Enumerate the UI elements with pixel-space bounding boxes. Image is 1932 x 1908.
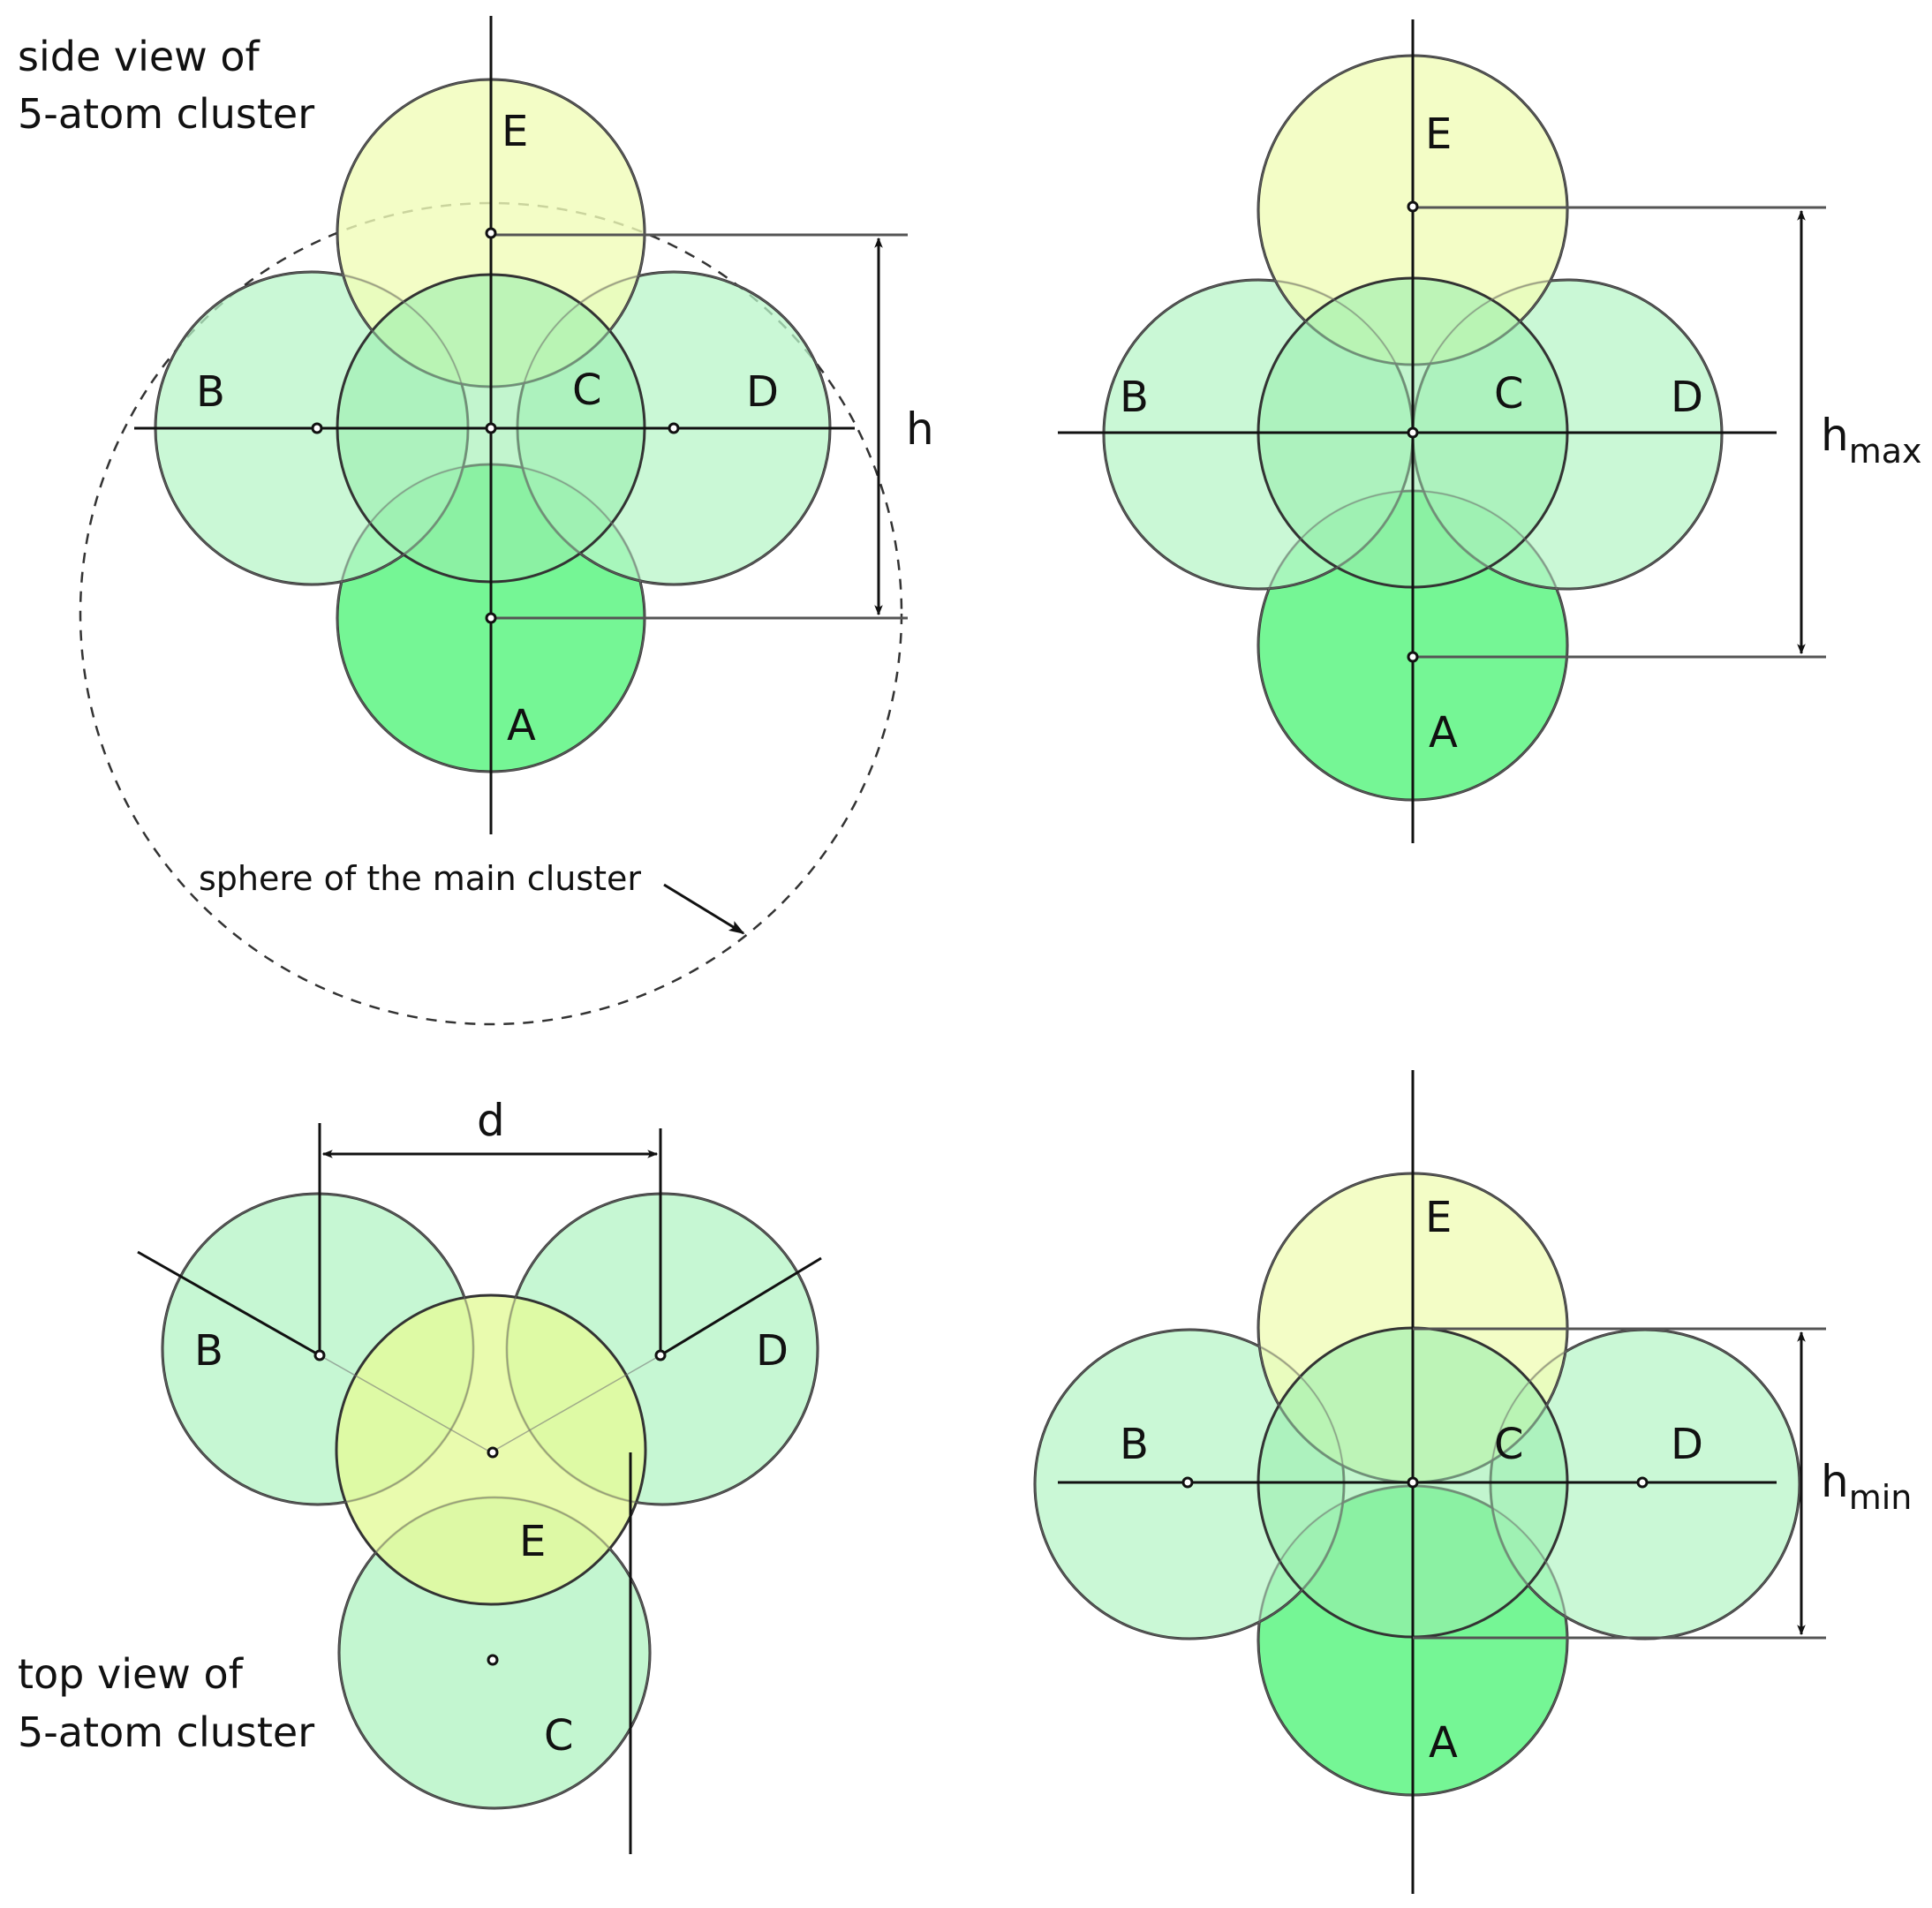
main-cluster-sphere (79, 201, 903, 1026)
panel-top-view: top view of 5-atom cluster d B D E C (18, 1095, 822, 1854)
panel-side-view-min: E B C D A hmin (1033, 1070, 1912, 1894)
atom-label-a: A (1429, 1718, 1458, 1768)
atom-label-d: D (1671, 1420, 1703, 1469)
panel-side-view-max: E B C D A hmax (1058, 19, 1922, 843)
atom-label-e: E (502, 107, 528, 156)
dimension-h-label: h (906, 403, 934, 455)
atom-label-e: E (1425, 109, 1452, 159)
atom-label-e: E (1425, 1193, 1452, 1242)
atom-label-a: A (507, 701, 536, 750)
atom-label-b: B (1120, 1420, 1149, 1469)
top-view-caption-line2: 5-atom cluster (18, 1708, 314, 1756)
side-view-caption-line2: 5-atom cluster (18, 90, 314, 138)
atom-label-c: C (544, 1711, 574, 1761)
atom-label-c: C (1494, 369, 1524, 419)
dimension-hmax-label: hmax (1821, 410, 1922, 471)
atom-label-e: E (519, 1517, 546, 1566)
atom-label-b: B (194, 1326, 223, 1376)
atom-label-d: D (756, 1326, 789, 1376)
atom-label-c: C (572, 366, 602, 415)
top-view-caption-line1: top view of (18, 1650, 245, 1698)
panel-side-view: side view of 5-atom cluster E B C D A h … (18, 16, 934, 1026)
atom-label-c: C (1494, 1420, 1524, 1469)
atom-label-b: B (1120, 373, 1149, 422)
atom-label-d: D (746, 367, 779, 417)
dimension-d-label: d (477, 1095, 505, 1146)
atom-label-a: A (1429, 708, 1458, 758)
dimension-hmin-label: hmin (1821, 1456, 1912, 1517)
sphere-note: sphere of the main cluster (199, 859, 641, 898)
atom-label-d: D (1671, 373, 1703, 422)
side-view-caption-line1: side view of (18, 33, 261, 80)
atom-label-b: B (196, 367, 225, 417)
